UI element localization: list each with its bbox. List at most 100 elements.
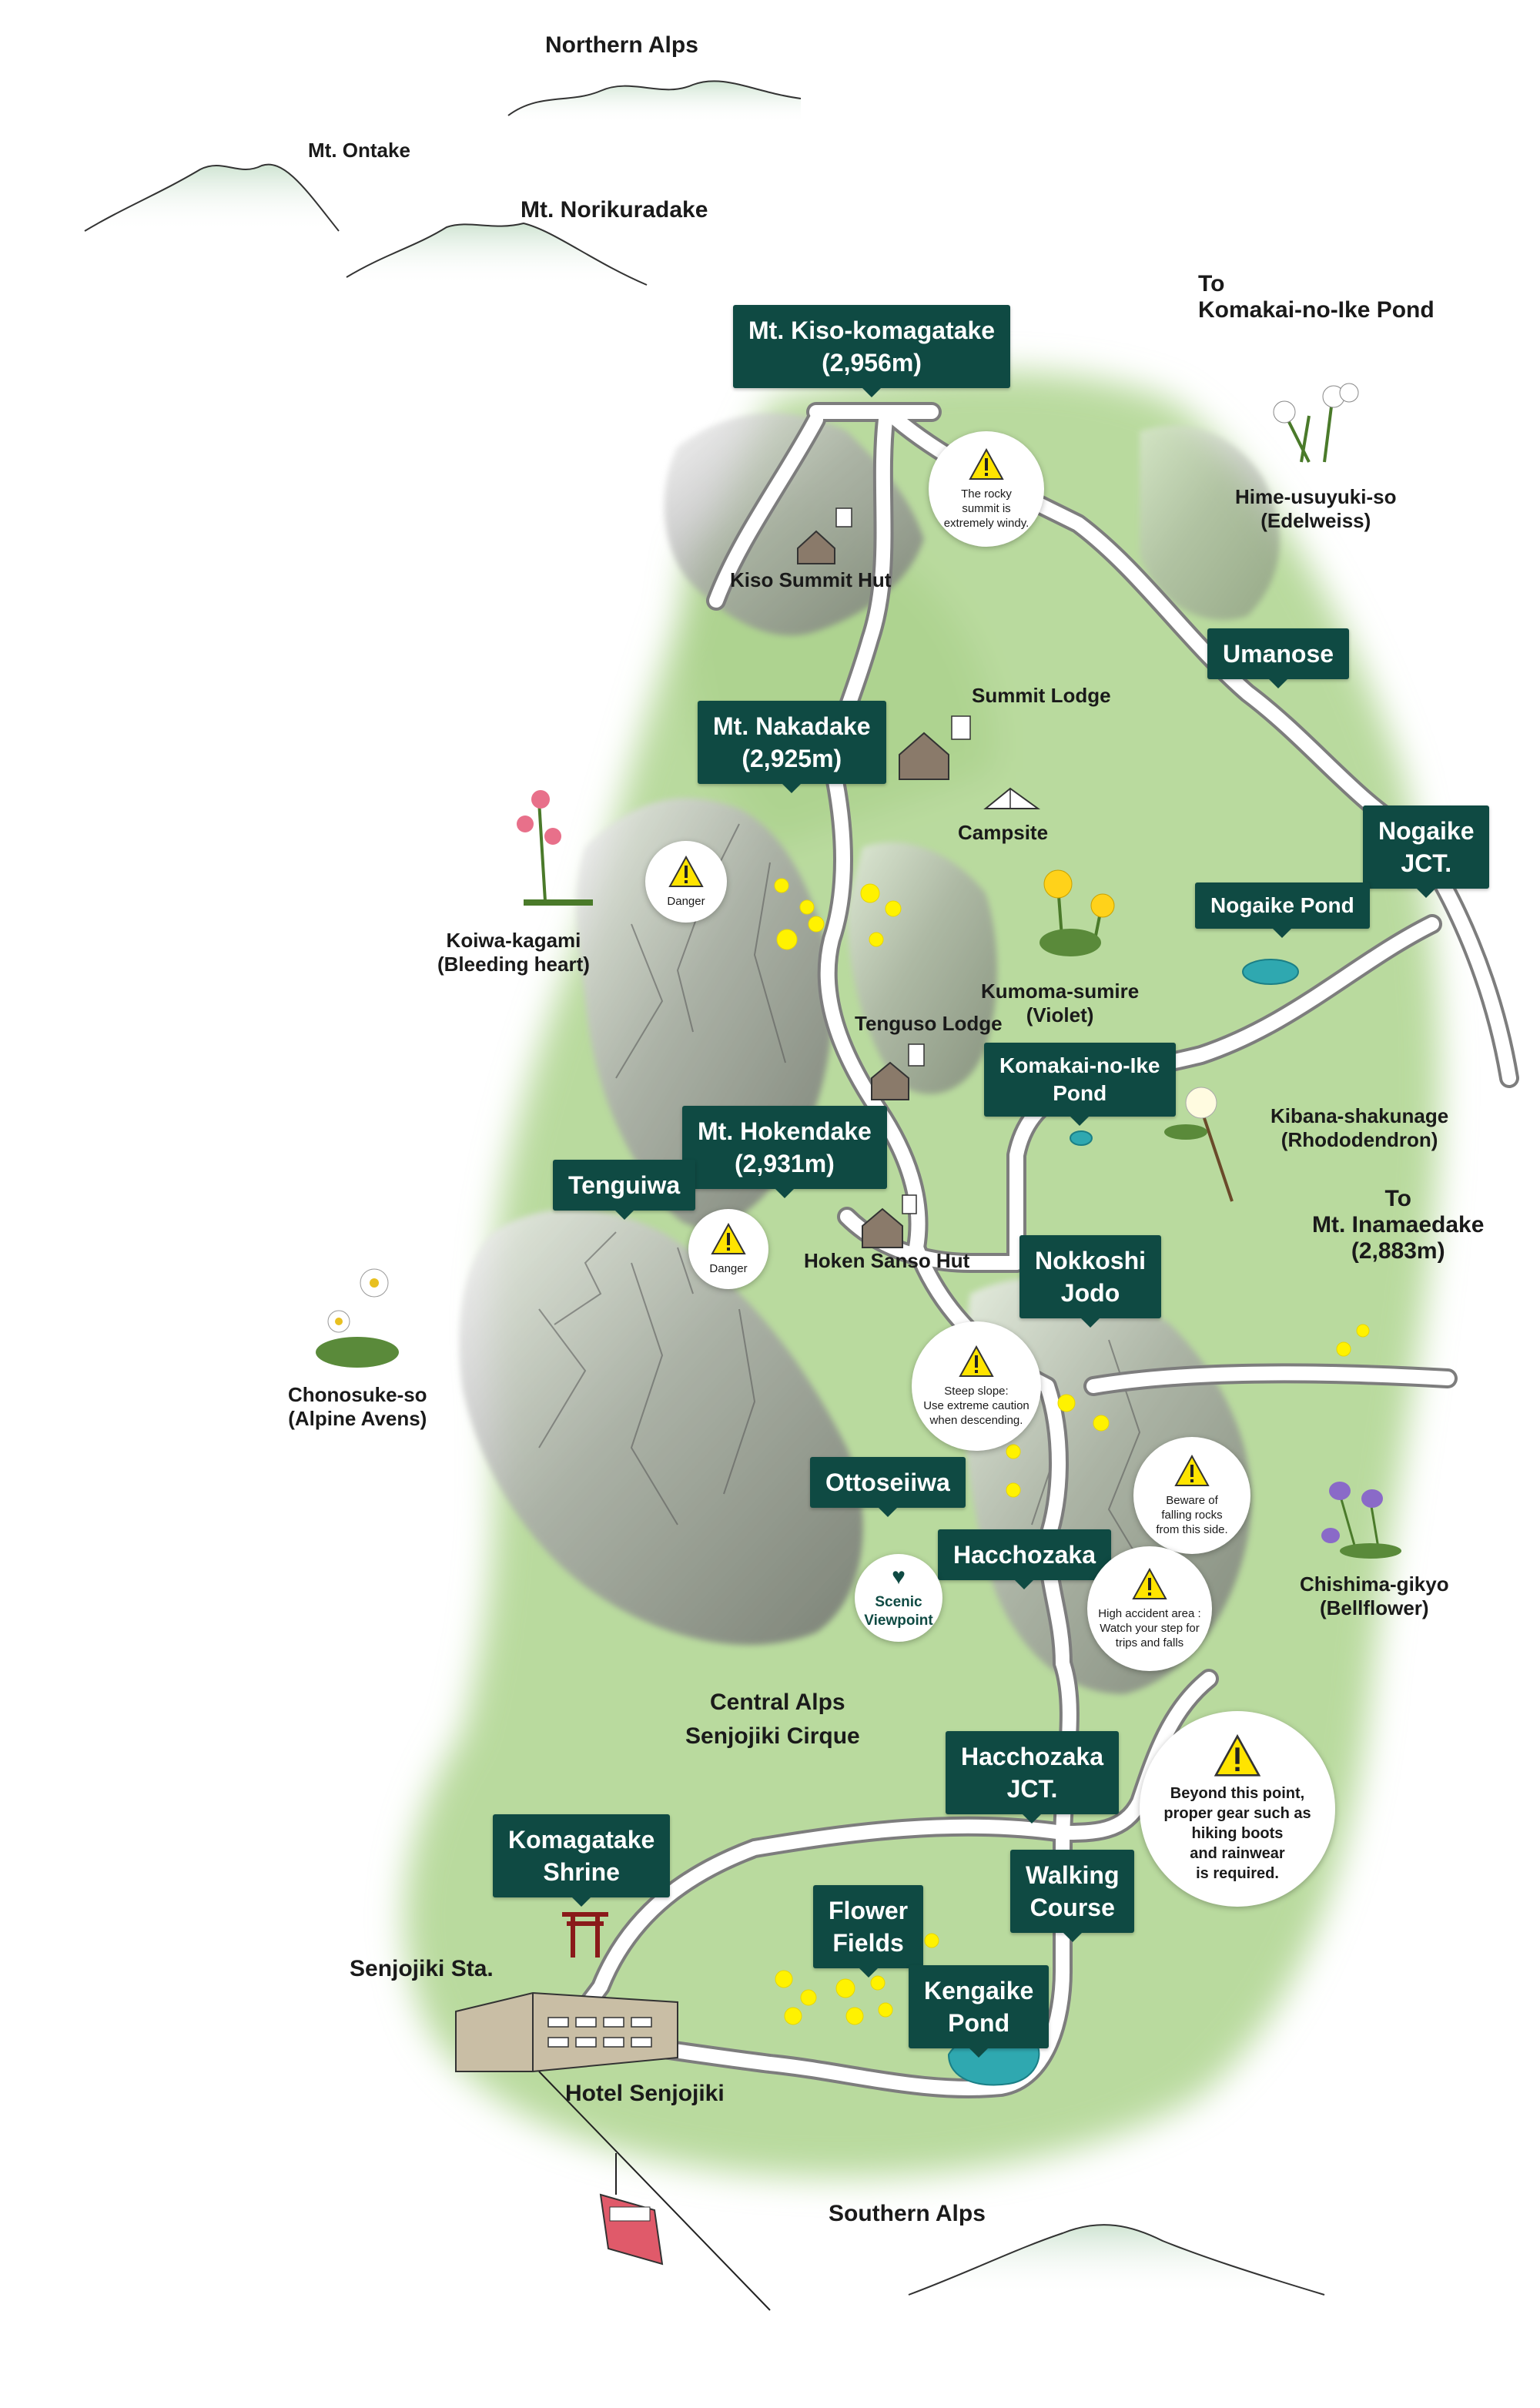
ottoseiiwa-plate: Ottoseiiwa (810, 1457, 966, 1517)
umanose-plate: Umanose (1207, 628, 1350, 688)
komagatake-shrine-plate: Komagatake Shrine (493, 1814, 671, 1907)
direction-line: To (1198, 271, 1225, 296)
flower-english: (Edelweiss) (1260, 509, 1371, 532)
hoken-sanso-hut-label: Hoken Sanso Hut (804, 1249, 970, 1272)
nogaike-pond-plate: Nogaike Pond (1195, 882, 1370, 938)
flower-name: Kibana-shakunage (1270, 1104, 1449, 1127)
falling-rocks-warning: Beware of falling rocks from this side. (1133, 1437, 1250, 1554)
proper-gear-warning: Beyond this point, proper gear such as h… (1140, 1711, 1335, 1907)
southern-alps-label: Southern Alps (829, 2201, 986, 2226)
direction-line: Komakai-no-Ike Pond (1198, 297, 1435, 323)
hacchozaka-plate: Hacchozaka (938, 1529, 1111, 1589)
high-accident-warning: High accident area : Watch your step for… (1087, 1546, 1212, 1671)
komakai-pond-water (1070, 1130, 1093, 1146)
plate-name: Flower (829, 1897, 909, 1924)
tent-icon (983, 787, 1041, 809)
warning-triangle-icon (1174, 1454, 1210, 1487)
edelweiss-flower-icon (1273, 383, 1359, 463)
flower-fields-plate: Flower Fields (813, 1885, 924, 1978)
plate-name-2: JCT. (1401, 849, 1452, 877)
flower-name: Chonosuke-so (288, 1383, 427, 1406)
senjojiki-station-building (455, 1991, 678, 2072)
violet-label: Kumoma-sumire (Violet) (981, 980, 1139, 1027)
summit-lodge-label: Summit Lodge (972, 684, 1111, 707)
nogaike-pond-water (1242, 959, 1299, 985)
warning-text: Beware of falling rocks from this side. (1156, 1493, 1228, 1536)
senjojiki-station-label: Senjojiki Sta. (350, 1956, 494, 1981)
to-inamaedake-direction: To Mt. Inamaedake (2,883m) (1312, 1186, 1484, 1264)
distant-mountains (84, 80, 1325, 2296)
warning-triangle-icon (969, 447, 1004, 481)
flower-name: Chishima-gikyo (1300, 1572, 1449, 1596)
plate-name: Mt. Hokendake (698, 1117, 872, 1145)
plate-name-2: Course (1029, 1894, 1115, 1921)
plate-name: Walking (1026, 1861, 1120, 1889)
warning-triangle-icon (1132, 1567, 1167, 1600)
plate-name-2: JCT. (1006, 1775, 1058, 1803)
ropeway-gondola-icon (538, 2071, 771, 2311)
plate-name: Kengaike (924, 1977, 1034, 2004)
danger-warning-nakadake: Danger (645, 841, 727, 923)
tenguso-lodge-label: Tenguso Lodge (855, 1012, 1003, 1035)
mountain-hut-icon (871, 1043, 925, 1100)
plate-name: Nogaike Pond (1210, 893, 1354, 917)
senjojiki-cirque-label: Senjojiki Cirque (685, 1723, 860, 1749)
bleeding-heart-label: Koiwa-kagami (Bleeding heart) (437, 929, 590, 976)
to-komakai-direction: To Komakai-no-Ike Pond (1198, 271, 1435, 323)
flower-english: (Bleeding heart) (437, 953, 590, 976)
warning-text: Danger (667, 894, 705, 908)
flower-english: (Rhododendron) (1281, 1128, 1438, 1151)
nakadake-plate: Mt. Nakadake (2,925m) (698, 701, 886, 793)
hacchozaka-jct-plate: Hacchozaka JCT. (946, 1731, 1119, 1824)
kiso-komagatake-plate: Mt. Kiso-komagatake (2,956m) (733, 305, 1011, 397)
edelweiss-label: Hime-usuyuki-so (Edelweiss) (1235, 485, 1397, 533)
warning-text: Steep slope: Use extreme caution when de… (923, 1384, 1029, 1427)
scenic-text: Scenic Viewpoint (864, 1594, 933, 1629)
danger-warning-tenguiwa: Danger (688, 1209, 768, 1289)
plate-elevation: (2,956m) (822, 349, 922, 377)
rhododendron-flower-icon (1164, 1087, 1234, 1202)
warning-triangle-icon (711, 1222, 746, 1255)
warning-text: Danger (709, 1261, 748, 1275)
warning-text: The rocky summit is extremely windy. (943, 487, 1029, 530)
plate-name: Hacchozaka (961, 1743, 1103, 1770)
scenic-viewpoint-marker: ♥ Scenic Viewpoint (855, 1554, 942, 1642)
flower-name: Koiwa-kagami (446, 929, 581, 952)
flower-name: Kumoma-sumire (981, 980, 1140, 1003)
hokendake-plate: Mt. Hokendake (2,931m) (682, 1106, 887, 1198)
plate-name: Mt. Nakadake (713, 712, 871, 740)
plate-name: Nokkoshi (1035, 1247, 1147, 1274)
warning-text: High accident area : Watch your step for… (1098, 1606, 1201, 1649)
plate-name-2: Fields (832, 1929, 904, 1957)
flower-field-dots (774, 878, 1370, 2025)
northern-alps-label: Northern Alps (545, 32, 698, 58)
alpine-avens-label: Chonosuke-so (Alpine Avens) (288, 1383, 427, 1431)
plate-name: Umanose (1223, 640, 1334, 668)
campsite-label: Campsite (958, 821, 1049, 844)
plate-name: Ottoseiiwa (825, 1469, 950, 1496)
walking-course-plate: Walking Course (1010, 1850, 1135, 1942)
rhododendron-label: Kibana-shakunage (Rhododendron) (1270, 1104, 1448, 1152)
bellflower-flower-icon (1321, 1482, 1401, 1559)
central-alps-label: Central Alps (710, 1690, 845, 1715)
plate-name-2: Shrine (543, 1858, 620, 1886)
heart-icon: ♥ (892, 1564, 906, 1589)
warning-text: Beyond this point, proper gear such as h… (1163, 1785, 1311, 1882)
direction-line: To (1384, 1186, 1411, 1211)
kiso-summit-hut-label: Kiso Summit Hut (730, 568, 892, 591)
plate-name: Komakai-no-Ike (999, 1053, 1160, 1077)
plate-name-2: Jodo (1060, 1279, 1120, 1307)
nokkoshi-jodo-plate: Nokkoshi Jodo (1019, 1235, 1162, 1328)
warning-triangle-icon (959, 1345, 994, 1378)
torii-gate-icon (562, 1912, 608, 1958)
nogaike-jct-plate: Nogaike JCT. (1363, 805, 1490, 898)
plate-name: Hacchozaka (953, 1541, 1096, 1569)
windy-summit-warning: The rocky summit is extremely windy. (929, 431, 1044, 547)
plate-elevation: (2,931m) (734, 1150, 835, 1177)
mountain-hut-icon (797, 507, 852, 564)
plate-name: Mt. Kiso-komagatake (748, 316, 996, 344)
bleeding-heart-flower-icon (517, 790, 593, 906)
bellflower-label: Chishima-gikyo (Bellflower) (1300, 1572, 1449, 1620)
plate-name-2: Pond (948, 2009, 1010, 2037)
kengaike-pond-plate: Kengaike Pond (909, 1965, 1050, 2058)
